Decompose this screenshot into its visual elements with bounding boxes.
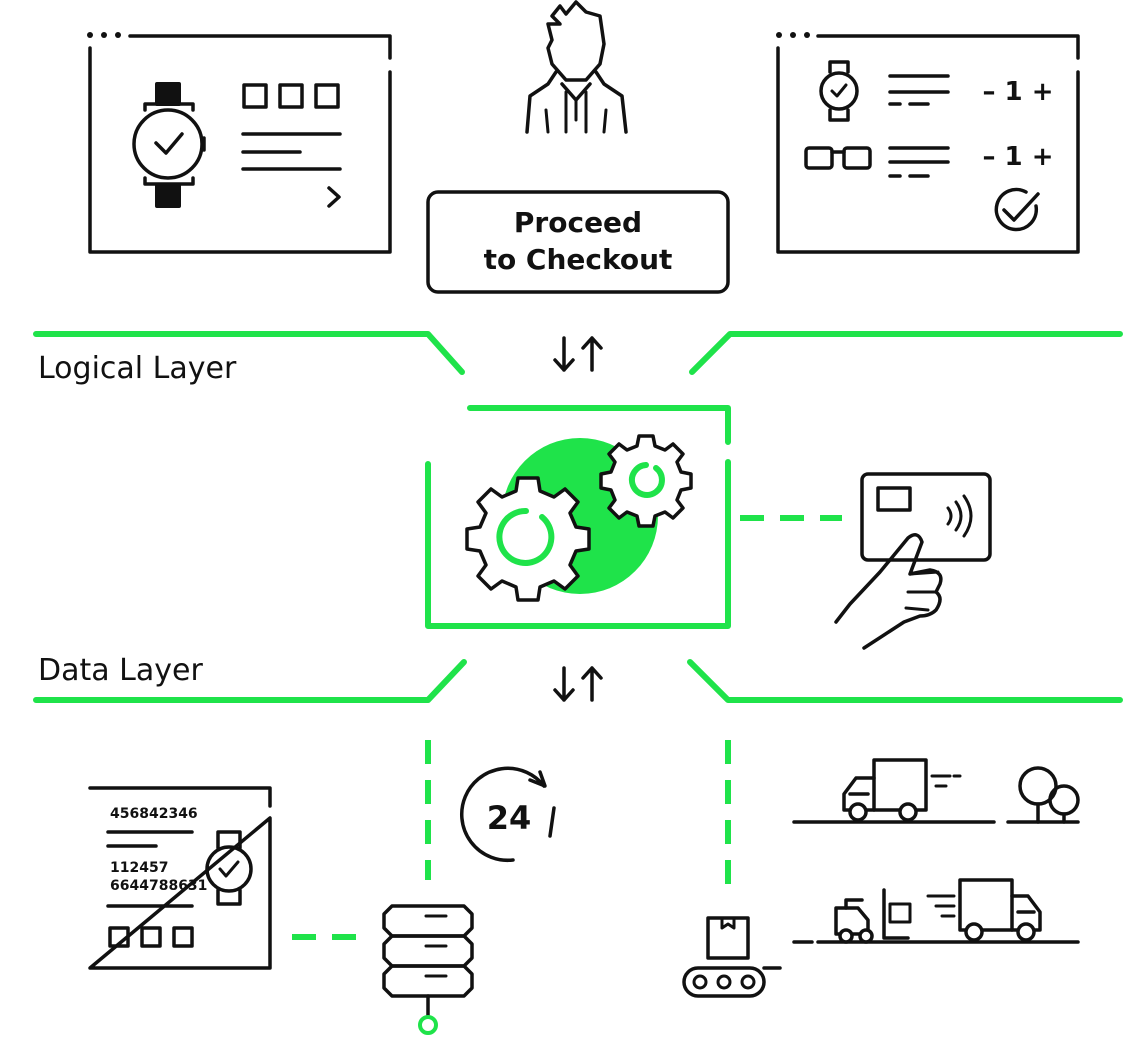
data-layer-label: Data Layer (38, 653, 203, 688)
truck-icon (926, 878, 1042, 942)
check-circle-icon[interactable] (994, 187, 1040, 232)
data-layer-band: Data Layer (33, 653, 1123, 703)
cart-qty-1[interactable]: – 1 + (983, 77, 1054, 107)
trees-icon (1018, 766, 1080, 824)
order-record-document: 456842346 112457 6644788631 (88, 786, 272, 970)
record-line-2: 112457 (110, 860, 168, 876)
forklift-icon (834, 888, 912, 944)
availability-hours: 24 (487, 799, 532, 837)
record-line-3: 6644788631 (110, 878, 207, 894)
sync-arrows-icon (553, 666, 603, 702)
option-squares (242, 83, 340, 109)
watch-icon (132, 82, 206, 208)
truck-icon (842, 758, 962, 822)
24-hours-icon: 24 (460, 766, 556, 863)
chevron-right-icon (327, 186, 341, 208)
checkout-line-2: to Checkout (484, 243, 673, 276)
card-payment-icon (834, 472, 992, 650)
database-icon (382, 904, 474, 1035)
checkout-button[interactable]: Proceed to Checkout (426, 190, 730, 294)
record-line-1: 456842346 (110, 806, 198, 822)
glasses-icon (804, 146, 872, 170)
customer-icon (525, 0, 628, 134)
engine-box (425, 405, 842, 629)
cart-qty-2[interactable]: – 1 + (983, 142, 1054, 172)
sync-arrows-icon (553, 336, 603, 372)
logical-layer-label: Logical Layer (38, 351, 237, 386)
conveyor-icon (682, 916, 782, 998)
gears-icon (465, 434, 693, 602)
watch-icon (205, 830, 253, 906)
watch-icon (819, 60, 859, 122)
delivery-icon (792, 758, 1080, 944)
cart-panel-window: – 1 + – 1 + (776, 32, 1080, 254)
product-page-window (87, 32, 392, 254)
checkout-line-1: Proceed (514, 206, 642, 239)
logical-layer-band: Logical Layer (33, 331, 1123, 386)
